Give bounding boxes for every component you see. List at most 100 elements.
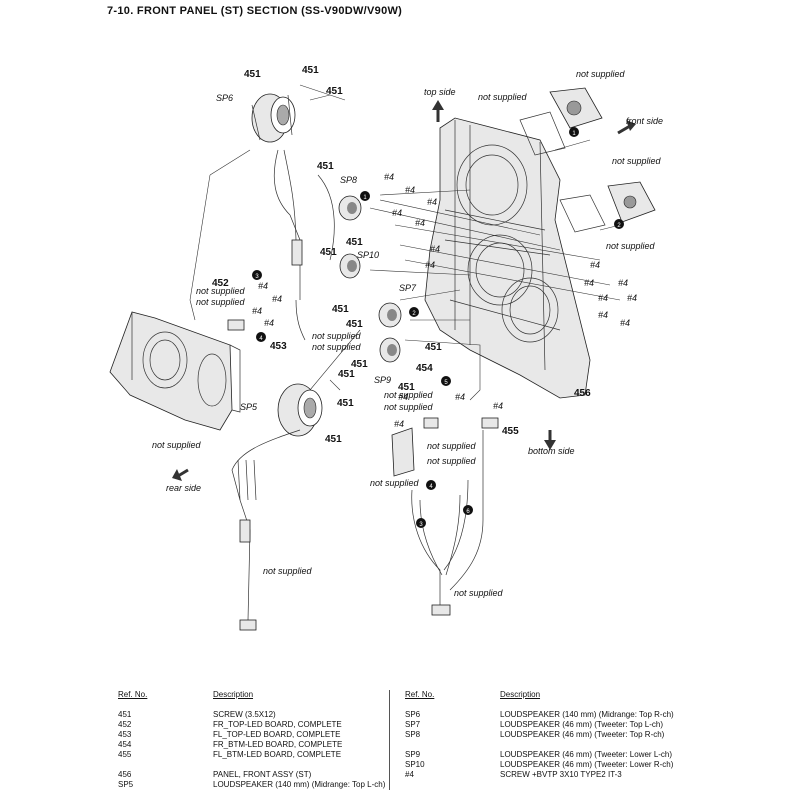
ref-451: 451 — [346, 319, 363, 330]
label-not-supplied: not supplied — [576, 69, 626, 79]
wiring-upper — [273, 149, 335, 341]
label-rear-side: rear side — [166, 483, 201, 493]
label-sp7: SP7 — [399, 283, 417, 293]
circle-marker: 3 — [252, 270, 262, 280]
rear-panel — [109, 311, 241, 431]
ref-451: 451 — [346, 237, 363, 248]
svg-text:6: 6 — [466, 509, 470, 515]
table-row: 455 FL_BTM-LED BOARD, COMPLETE — [118, 750, 378, 760]
desc-cell: FL_BTM-LED BOARD, COMPLETE — [213, 750, 342, 759]
circle-marker: 5 — [441, 376, 451, 386]
label-not-supplied: not supplied — [312, 342, 362, 352]
ref-451: 451 — [337, 398, 354, 409]
arrow-down-icon — [544, 430, 556, 450]
label-not-supplied: not supplied — [196, 297, 246, 307]
ref-screw-4: #4 — [258, 281, 268, 291]
table-row: #4 SCREW +BVTP 3X10 TYPE2 IT-3 — [405, 770, 705, 780]
tweeter-sp10 — [339, 253, 361, 279]
desc-cell: LOUDSPEAKER (46 mm) (Tweeter: Lower R-ch… — [500, 760, 674, 769]
circle-marker: 6 — [463, 505, 473, 515]
led-board-454 — [391, 417, 439, 477]
parts-table-right: Ref. No. Description SP6 LOUDSPEAKER (14… — [405, 690, 705, 780]
ref-cell: SP5 — [118, 780, 134, 789]
circle-marker: 2 — [614, 219, 624, 229]
ref-cell: #4 — [405, 770, 414, 779]
svg-text:5: 5 — [444, 380, 448, 386]
ref-451: 451 — [244, 69, 261, 80]
tweeter-sp7 — [378, 302, 402, 328]
ref-451: 451 — [326, 86, 343, 97]
ref-screw-4: #4 — [415, 218, 425, 228]
table-row: SP5 LOUDSPEAKER (140 mm) (Midrange: Top … — [118, 780, 385, 790]
ref-screw-4: #4 — [430, 244, 440, 254]
desc-cell: LOUDSPEAKER (46 mm) (Tweeter: Lower L-ch… — [500, 750, 673, 759]
ref-452: 452 — [212, 278, 229, 289]
ref-cell: SP7 — [405, 720, 421, 729]
speaker-sp5 — [277, 383, 323, 437]
ref-cell: SP8 — [405, 730, 421, 739]
circle-marker: 1 — [569, 127, 579, 137]
table-header: Ref. No. Description — [118, 690, 378, 700]
label-not-supplied: not supplied — [478, 92, 528, 102]
desc-header: Description — [213, 690, 254, 699]
leader-lines — [189, 84, 621, 401]
ref-screw-4: #4 — [493, 401, 503, 411]
table-header: Ref. No. Description — [405, 690, 705, 700]
ref-cell: 455 — [118, 750, 132, 759]
wiring-lower-right — [411, 430, 484, 616]
front-panel-456 — [424, 117, 591, 399]
ref-451: 451 — [317, 161, 334, 172]
table-row: SP8 LOUDSPEAKER (46 mm) (Tweeter: Top R-… — [405, 730, 705, 740]
circle-marker: 2 — [409, 307, 419, 317]
table-row: SP10 LOUDSPEAKER (46 mm) (Tweeter: Lower… — [405, 760, 705, 770]
ref-screw-4: #4 — [394, 419, 404, 429]
label-sp9: SP9 — [374, 375, 391, 385]
label-not-supplied: not supplied — [384, 402, 434, 412]
label-not-supplied: not supplied — [427, 441, 477, 451]
desc-cell: SCREW +BVTP 3X10 TYPE2 IT-3 — [500, 770, 622, 779]
led-board-455 — [481, 417, 499, 429]
desc-header: Description — [500, 690, 541, 699]
desc-cell: PANEL, FRONT ASSY (ST) — [213, 770, 312, 779]
desc-cell: SCREW (3.5X12) — [213, 710, 276, 719]
mid-tweeter-bracket — [559, 181, 656, 233]
svg-text:1: 1 — [363, 195, 367, 201]
ref-screw-4: #4 — [598, 310, 608, 320]
label-top-side: top side — [424, 87, 456, 97]
ref-cell: 453 — [118, 730, 132, 739]
ref-cell: SP10 — [405, 760, 425, 769]
top-tweeter-bracket — [519, 87, 603, 156]
ref-cell: 454 — [118, 740, 132, 749]
table-row: SP6 LOUDSPEAKER (140 mm) (Midrange: Top … — [405, 710, 705, 720]
desc-cell: FL_TOP-LED BOARD, COMPLETE — [213, 730, 341, 739]
ref-451: 451 — [320, 247, 337, 258]
table-row: 451 SCREW (3.5X12) — [118, 710, 378, 720]
svg-text:2: 2 — [617, 223, 621, 229]
label-sp10: SP10 — [357, 250, 379, 260]
label-sp8: SP8 — [340, 175, 357, 185]
desc-cell: LOUDSPEAKER (140 mm) (Midrange: Top L-ch… — [213, 780, 386, 789]
label-not-supplied: not supplied — [454, 588, 504, 598]
ref-cell: 456 — [118, 770, 132, 779]
label-bottom-side: bottom side — [528, 446, 575, 456]
label-not-supplied: not supplied — [196, 286, 246, 296]
tweeter-sp9 — [379, 337, 401, 363]
exploded-diagram: 1 1 2 2 3 3 4 4 5 6 451 451 451 451 451 … — [109, 65, 663, 631]
page-title: 7-10. FRONT PANEL (ST) SECTION (SS-V90DW… — [107, 5, 403, 17]
tweeter-sp8 — [338, 195, 362, 221]
label-not-supplied: not supplied — [370, 478, 420, 488]
label-front-side: front side — [626, 116, 663, 126]
ref-451: 451 — [398, 382, 415, 393]
ref-screw-4: #4 — [618, 278, 628, 288]
arrow-up-icon — [432, 100, 444, 122]
table-row: SP9 LOUDSPEAKER (46 mm) (Tweeter: Lower … — [405, 750, 705, 760]
ref-451: 451 — [338, 369, 355, 380]
ref-screw-4: #4 — [272, 294, 282, 304]
circle-marker: 1 — [360, 191, 370, 201]
ref-455: 455 — [502, 426, 519, 437]
ref-screw-4: #4 — [425, 260, 435, 270]
table-row: 456 PANEL, FRONT ASSY (ST) — [118, 770, 378, 780]
ref-cell: SP6 — [405, 710, 421, 719]
ref-451: 451 — [325, 434, 342, 445]
table-row: 453 FL_TOP-LED BOARD, COMPLETE — [118, 730, 378, 740]
